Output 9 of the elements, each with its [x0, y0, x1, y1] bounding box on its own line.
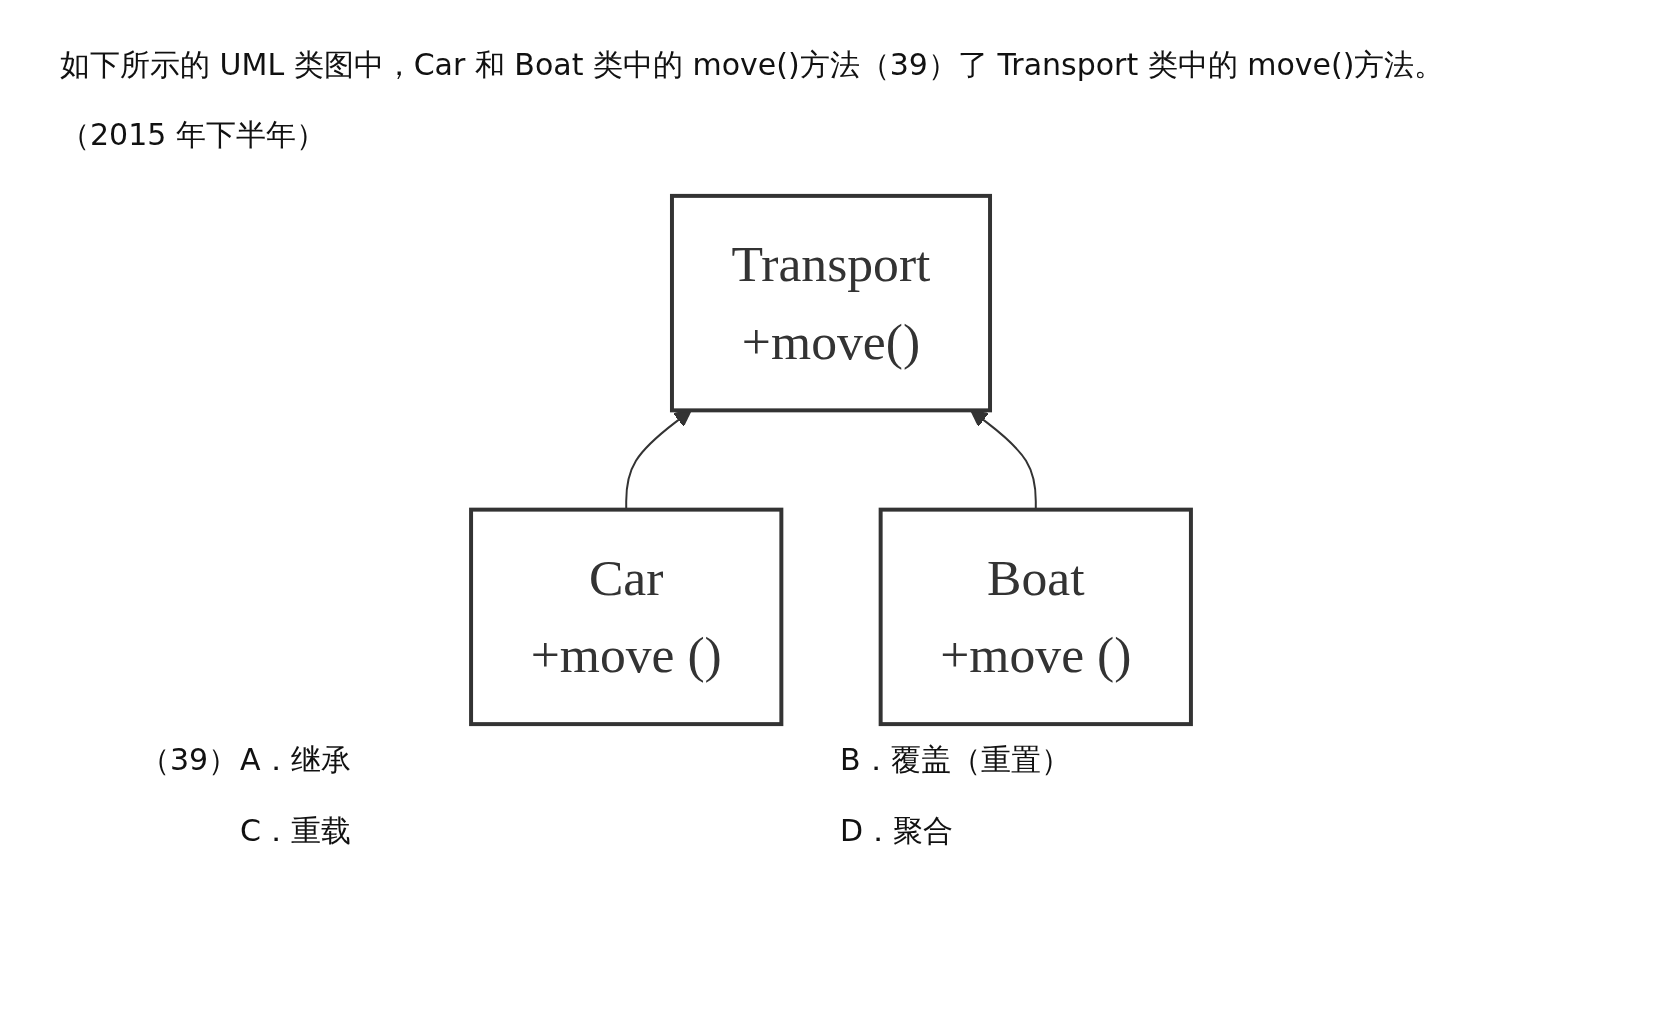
answer-option: D．聚合	[840, 811, 1440, 852]
node-box: Transport +move()	[669, 193, 993, 413]
node-box: Car +move ()	[469, 507, 784, 727]
answer-option: B．覆盖（重置）	[840, 740, 1440, 781]
question-number: （39）	[140, 741, 240, 779]
node-box: Boat +move ()	[878, 507, 1193, 727]
answer-option: A．继承	[240, 740, 840, 781]
question-text: 如下所示的 UML 类图中，Car 和 Boat 类中的 move()方法（39）了 Transport 类中的 move()方法。（2015 年下半年）	[60, 47, 1445, 152]
answer-option: C．重载	[240, 811, 840, 852]
